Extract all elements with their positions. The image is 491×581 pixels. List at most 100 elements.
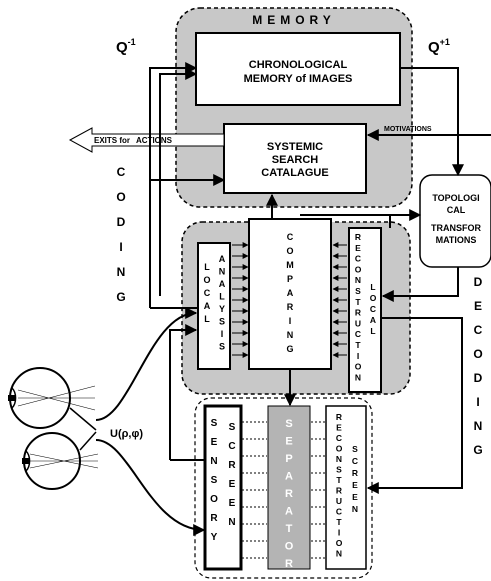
- chronological-memory-line2: MEMORY of IMAGES: [244, 73, 353, 85]
- sensory-screen-letter: S: [229, 422, 236, 433]
- reconstruction-screen-letter: N: [336, 549, 342, 559]
- local-analysis-letter: L: [204, 314, 210, 324]
- reconstruction-screen-letter: E: [352, 480, 358, 490]
- local-analysis-letter: A: [204, 301, 211, 311]
- coding-letter: C: [117, 165, 126, 179]
- reconstruction-local-letter: L: [370, 282, 375, 292]
- memory-title: MEMORY: [252, 13, 336, 27]
- topo-line3: TRANSFOR: [431, 223, 481, 233]
- decoding-letter: D: [474, 275, 483, 289]
- reconstruction-screen-letter: U: [336, 496, 342, 506]
- catalogue-line2: SEARCH: [272, 154, 319, 166]
- reconstruction-screen-letter: E: [336, 423, 342, 433]
- reconstruction-screen-letter: C: [336, 507, 342, 517]
- connector-line: [80, 432, 96, 450]
- chronological-memory-line1: CHRONOLOGICAL: [249, 59, 348, 71]
- local-analysis-letter: L: [204, 262, 210, 272]
- sensory-screen-letter: N: [228, 517, 235, 528]
- reconstruction-screen-letter: N: [336, 454, 342, 464]
- reconstruction-local-letter: E: [355, 243, 361, 253]
- comparing-letter: R: [287, 302, 294, 312]
- topo-line4: MATIONS: [436, 235, 477, 245]
- reconstruction-screen-letter: O: [336, 444, 343, 454]
- reconstruction-local-letter: T: [355, 297, 361, 307]
- reconstruction-screen-box: [326, 406, 366, 569]
- separator-letter: P: [285, 453, 292, 465]
- input-signal-label: U(ρ,φ): [110, 428, 143, 440]
- coding-letter: I: [119, 240, 122, 254]
- separator-letter: O: [285, 541, 294, 553]
- coding-letter: G: [116, 290, 125, 304]
- reconstruction-screen-letter: C: [336, 433, 342, 443]
- sensory-screen-letter: S: [211, 475, 218, 486]
- reconstruction-local-letter: L: [370, 326, 375, 336]
- comparing-letter: O: [286, 246, 293, 256]
- separator-letter: R: [285, 488, 293, 500]
- reconstruction-local-letter: I: [357, 351, 359, 361]
- reconstruction-local-letter: C: [370, 304, 376, 314]
- reconstruction-screen-letter: R: [336, 486, 342, 496]
- separator-letter: A: [285, 506, 293, 518]
- separator-letter: E: [285, 436, 292, 448]
- q-minus-label: Q-1: [116, 37, 136, 56]
- catalogue-line1: SYSTEMIC: [267, 141, 323, 153]
- reconstruction-local-letter: A: [370, 315, 376, 325]
- reconstruction-local-letter: C: [355, 254, 361, 264]
- comparing-letter: I: [289, 316, 292, 326]
- sensory-screen-letter: Y: [211, 532, 218, 543]
- separator-letter: R: [285, 558, 293, 570]
- reconstruction-screen-letter: R: [336, 412, 342, 422]
- sensory-screen-letter: E: [211, 437, 218, 448]
- local-analysis-letter: S: [219, 317, 225, 327]
- decoding-letter: D: [474, 371, 483, 385]
- sensory-screen-box: [205, 406, 241, 569]
- reconstruction-screen-letter: S: [336, 465, 342, 475]
- comparing-letter: C: [287, 232, 294, 242]
- reconstruction-local-letter: O: [355, 264, 362, 274]
- topo-line2: CAL: [447, 205, 466, 215]
- separator-letter: S: [285, 418, 292, 430]
- reconstruction-local-letter: T: [355, 340, 361, 350]
- decoding-letter: E: [474, 299, 482, 313]
- reconstruction-screen-letter: R: [352, 468, 358, 478]
- reconstruction-local-letter: C: [355, 329, 361, 339]
- sensory-screen-letter: E: [229, 498, 236, 509]
- decoding-letter: G: [473, 443, 482, 457]
- coding-letter: N: [117, 265, 126, 279]
- coding-letter: O: [116, 190, 125, 204]
- separator-letter: A: [285, 471, 293, 483]
- reconstruction-local-letter: R: [355, 232, 361, 242]
- reconstruction-local-letter: N: [355, 275, 361, 285]
- motivations-label: MOTIVATIONS: [384, 126, 432, 133]
- local-analysis-letter: L: [219, 292, 225, 302]
- topological-transformations-box: [420, 175, 491, 267]
- reconstruction-local-letter: O: [355, 362, 362, 372]
- topo-line1: TOPOLOGI: [432, 193, 479, 203]
- catalogue-line3: CATALAGUE: [261, 167, 328, 179]
- comparing-letter: P: [287, 274, 293, 284]
- comparing-letter: N: [287, 330, 294, 340]
- separator-letter: T: [286, 523, 293, 535]
- reconstruction-screen-letter: E: [352, 492, 358, 502]
- connector-line: [70, 408, 96, 430]
- q-plus-label: Q+1: [428, 37, 450, 56]
- sensory-screen-letter: R: [210, 513, 218, 524]
- decoding-letter: I: [476, 395, 479, 409]
- eye-icon: [22, 433, 98, 489]
- reconstruction-screen-letter: T: [336, 475, 342, 485]
- reconstruction-local-letter: S: [355, 286, 361, 296]
- sensory-screen-letter: O: [210, 494, 218, 505]
- local-analysis-letter: Y: [219, 304, 225, 314]
- reconstruction-local-letter: U: [355, 318, 361, 328]
- reconstruction-screen-letter: T: [336, 517, 342, 527]
- local-analysis-letter: A: [219, 254, 226, 264]
- sensory-screen-letter: S: [211, 418, 218, 429]
- reconstruction-screen-letter: N: [352, 504, 358, 514]
- local-analysis-letter: I: [221, 329, 224, 339]
- comparing-letter: M: [286, 260, 294, 270]
- coding-letter: D: [117, 215, 126, 229]
- local-analysis-letter: O: [203, 275, 210, 285]
- reconstruction-screen-letter: C: [352, 456, 358, 466]
- sensory-screen-letter: N: [210, 456, 217, 467]
